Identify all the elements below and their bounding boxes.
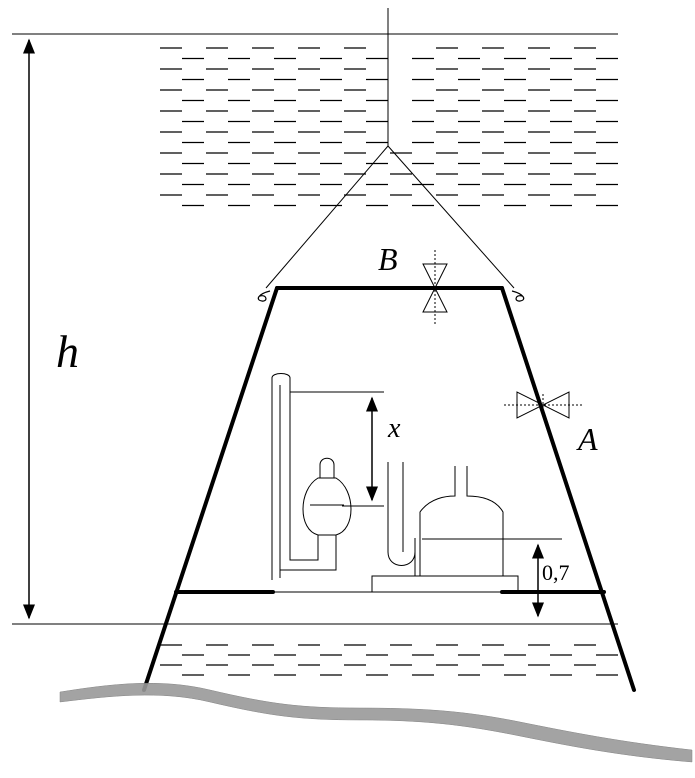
label-a: A [576,421,598,457]
suspension-cables [265,145,515,289]
label-b: B [378,241,398,277]
lower-water-hatching [160,644,618,676]
instrument-stand [371,575,519,593]
manometer [271,373,352,580]
vessel-instrument [387,462,504,576]
label-depth-0-7: 0,7 [542,560,570,585]
label-h: h [56,326,79,377]
cable-hooks [257,290,525,302]
label-x: x [387,413,401,444]
bell-walls [142,286,636,692]
upper-water-hatching [160,47,618,207]
bell-right-wall [500,286,636,692]
sea-floor [59,682,693,763]
bell-left-wall [142,286,279,692]
measurement-x [290,391,384,507]
valve-a [504,391,582,419]
valve-b [420,250,450,326]
